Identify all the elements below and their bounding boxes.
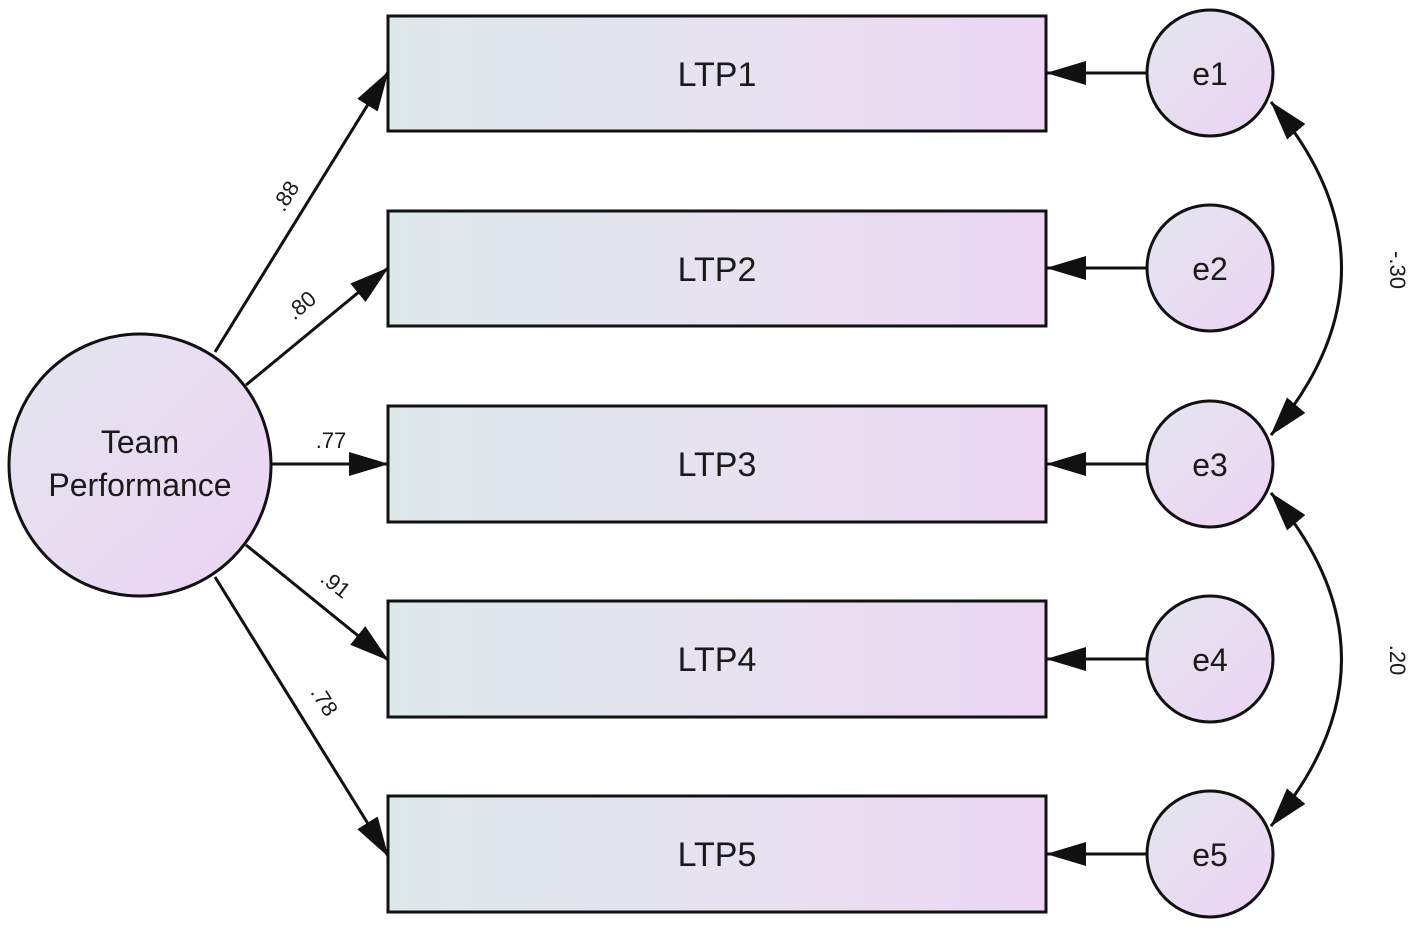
error-circle [1145,203,1275,333]
latent-label-line2: Performance [48,467,231,503]
error-e5: e5 [1145,789,1275,919]
error-label: e3 [1192,447,1228,483]
error-e4: e4 [1145,594,1275,724]
error-e3: e3 [1145,399,1275,529]
covariance-label-e3-e5: .20 [1385,645,1410,676]
path-to-ltp2 [245,266,389,387]
path-to-ltp5 [213,576,390,857]
indicator-ltp3: LTP3 [386,404,1048,524]
indicator-label: LTP4 [678,641,757,679]
indicator-box [386,14,1048,133]
latent-label-line1: Team [101,424,179,460]
indicator-ltp5: LTP5 [386,794,1048,914]
indicator-label: LTP3 [678,446,757,484]
covariance-label-e1-e3: -.30 [1385,251,1410,289]
error-circle [1145,8,1275,138]
loading-label-ltp2: .80 [281,286,321,325]
indicator-label: LTP1 [678,56,757,94]
indicator-label: LTP5 [678,836,757,874]
loading-label-ltp4: .91 [316,565,355,604]
error-e2: e2 [1145,203,1275,333]
covariance-curves: -.30 .20 [1269,101,1410,827]
error-label: e1 [1192,56,1228,92]
error-circle [1145,789,1275,919]
covariance-e1-e3 [1269,101,1343,436]
error-label: e2 [1192,251,1228,287]
indicator-box [386,209,1048,328]
latent-circle [7,332,273,598]
loading-paths [213,71,390,857]
indicator-label: LTP2 [678,251,757,289]
path-to-ltp1 [213,71,390,353]
error-label: e5 [1192,837,1228,873]
indicator-box [386,404,1048,524]
indicator-ltp4: LTP4 [386,599,1048,719]
loading-label-ltp1: .88 [267,176,304,215]
covariance-e3-e5 [1269,492,1343,827]
error-e1: e1 [1145,8,1275,138]
latent-variable-team-performance: Team Performance [7,332,273,598]
error-paths [1046,61,1146,866]
error-circle [1145,399,1275,529]
loading-labels: .88 .80 .77 .91 .78 [267,176,355,720]
indicator-box [386,794,1048,914]
indicator-ltp1: LTP1 [386,14,1048,133]
loading-label-ltp5: .78 [306,681,343,720]
error-label: e4 [1192,642,1228,678]
path-to-ltp4 [245,543,389,662]
indicator-box [386,599,1048,719]
loading-label-ltp3: .77 [316,428,347,453]
indicator-ltp2: LTP2 [386,209,1048,328]
error-circle [1145,594,1275,724]
